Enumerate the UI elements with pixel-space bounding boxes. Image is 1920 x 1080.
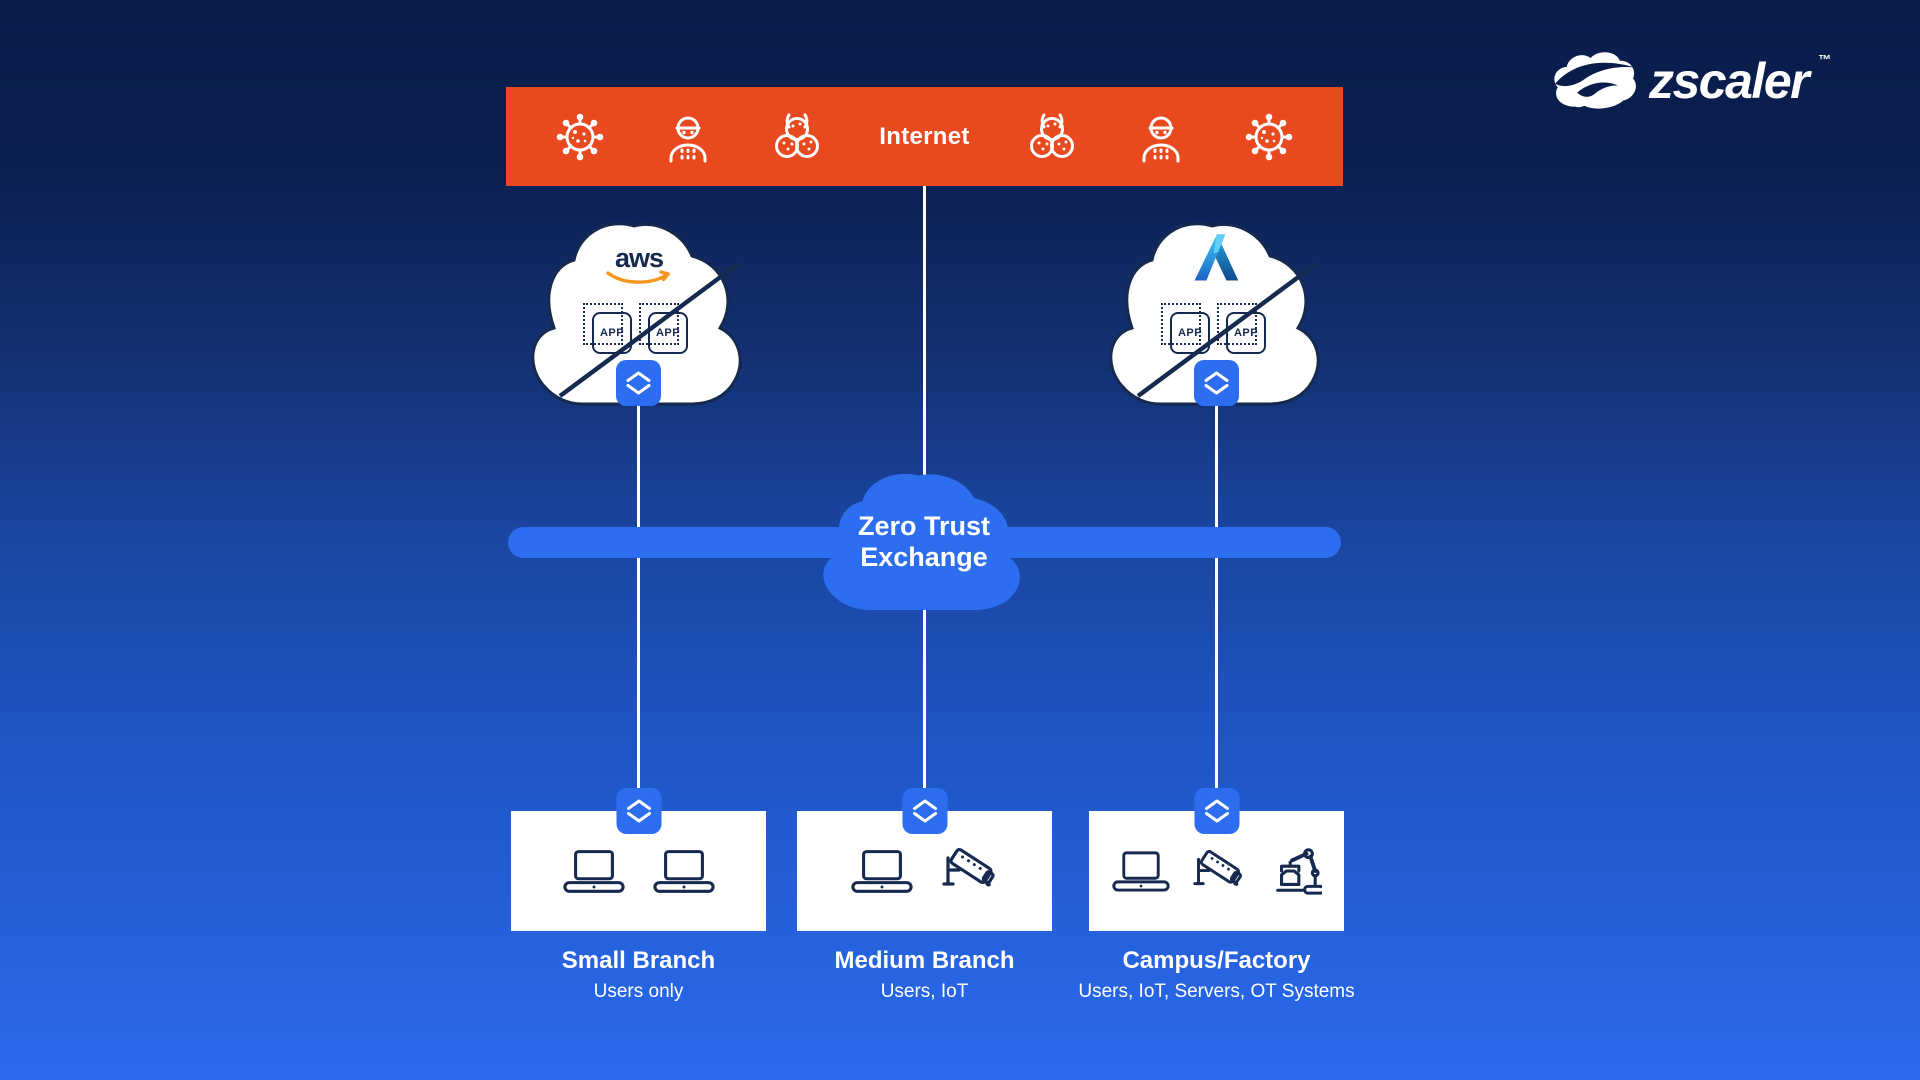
laptop-icon (652, 850, 715, 893)
aws-cloud: aws APP APP (524, 216, 754, 412)
azure-cloud: APP APP (1102, 216, 1332, 412)
branch-connector-icon (1194, 788, 1239, 834)
app-box: APP (1161, 303, 1210, 354)
exchange-title-line1: Zero Trust (857, 511, 991, 541)
exchange-cloud-shape (823, 473, 1020, 610)
branch-subtitle: Users, IoT (880, 981, 969, 1002)
laptop-icon (1111, 851, 1170, 892)
campus-factory-branch: Campus/Factory Users, IoT, Servers, OT S… (1078, 788, 1355, 1003)
app-box: APP (583, 303, 632, 354)
branch-connector-icon (616, 788, 661, 834)
app-box: APP (639, 303, 688, 354)
aws-smile-icon (606, 270, 670, 284)
branch-subtitle: Users, IoT, Servers, OT Systems (1078, 981, 1355, 1002)
hacker-icon (1135, 111, 1187, 163)
internet-bar: Internet (506, 87, 1343, 186)
cctv-camera-icon (1192, 849, 1242, 886)
connector-line-right (1215, 400, 1218, 795)
app-label: APP (599, 327, 625, 339)
branch-title: Small Branch (561, 947, 716, 974)
internet-label: Internet (879, 122, 970, 150)
branch-connector-icon (1194, 360, 1239, 406)
virus-icon (1243, 111, 1295, 163)
branch-title: Medium Branch (834, 947, 1015, 974)
zero-trust-exchange-title: Zero Trust Exchange (815, 468, 1033, 616)
app-box: APP (1217, 303, 1266, 354)
branch-title: Campus/Factory (1122, 947, 1311, 974)
small-branch: Small Branch Users only (511, 788, 766, 1003)
connector-line-left (637, 400, 640, 795)
zscaler-cloud-icon (1554, 52, 1636, 109)
laptop-icon (850, 850, 913, 893)
zero-trust-exchange-cloud: Zero Trust Exchange (815, 468, 1033, 616)
biohazard-icon (771, 111, 823, 163)
app-label: APP (655, 327, 681, 339)
biohazard-icon (1026, 111, 1078, 163)
hacker-icon (662, 111, 714, 163)
branch-subtitle: Users only (593, 981, 684, 1002)
aws-logo-text: aws (614, 243, 664, 273)
aws-logo: aws (596, 243, 682, 291)
zscaler-wordmark: zscaler (1649, 53, 1810, 109)
azure-logo (1188, 232, 1246, 289)
branch-connector-icon (902, 788, 947, 834)
app-label: APP (1233, 327, 1259, 339)
cctv-camera-icon (941, 847, 995, 887)
trademark-symbol: ™ (1818, 52, 1832, 67)
zscaler-logo: zscaler ™ (1549, 50, 1831, 112)
laptop-icon (562, 850, 625, 893)
robot-arm-icon (1275, 848, 1322, 895)
medium-branch: Medium Branch Users, IoT (797, 788, 1052, 1003)
exchange-title-line2: Exchange (860, 542, 988, 572)
virus-icon (554, 111, 606, 163)
app-label: APP (1177, 327, 1203, 339)
branch-connector-icon (616, 360, 661, 406)
